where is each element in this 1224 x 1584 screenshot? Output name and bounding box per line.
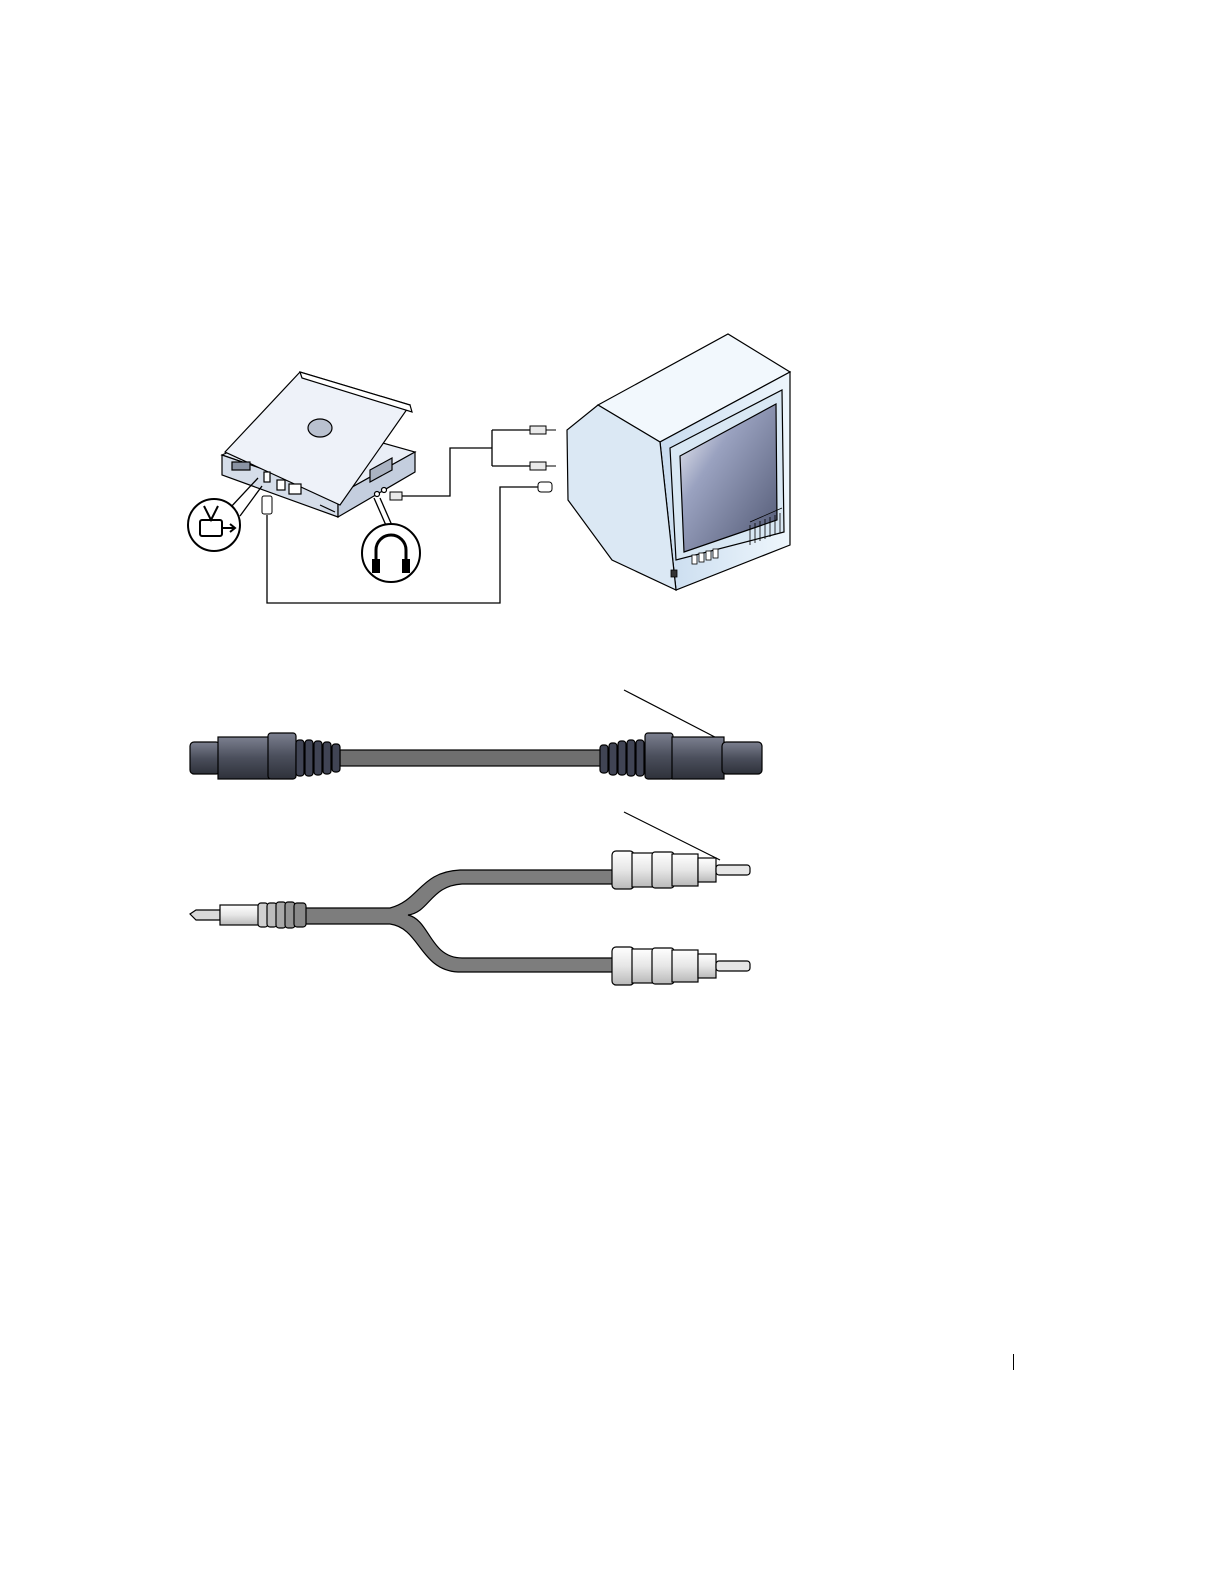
audio-cable-body xyxy=(305,870,615,972)
connection-diagram xyxy=(188,334,790,603)
page-number-rule xyxy=(1013,1354,1014,1370)
s-video-cable xyxy=(190,690,762,779)
laptop xyxy=(222,372,415,517)
tv-out-icon xyxy=(188,478,262,551)
headphone-icon xyxy=(362,498,420,582)
mini-jack-plug xyxy=(190,902,306,928)
s-video-connector-right xyxy=(600,733,762,779)
s-video-connector-left xyxy=(190,733,340,779)
audio-y-cable xyxy=(190,812,750,985)
rca-plug-bottom xyxy=(612,947,750,985)
television xyxy=(567,334,790,590)
rca-plug-top xyxy=(612,851,750,889)
